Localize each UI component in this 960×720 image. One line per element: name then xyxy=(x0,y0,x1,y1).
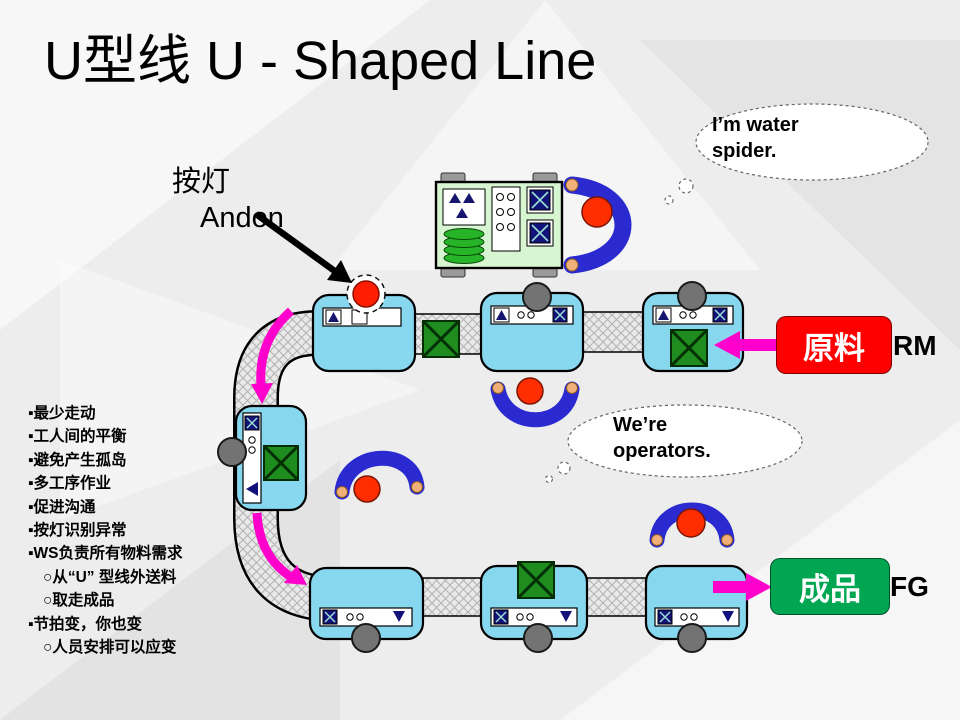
benefits-bullet-list: ▪最少走动 ▪工人间的平衡 ▪避免产生孤岛 ▪多工序作业 ▪促进沟通 ▪按灯识别… xyxy=(28,402,288,659)
flow-arrow-left-to-bottom xyxy=(252,512,307,585)
operator-position-icon xyxy=(351,623,381,653)
kanban-crate-icon xyxy=(262,444,300,482)
kanban-crate-icon xyxy=(516,560,556,600)
andon-label-cn: 按灯 xyxy=(172,166,231,198)
hand-icon xyxy=(565,258,579,272)
cloud-tail-bubble xyxy=(664,195,674,205)
operator-head-icon xyxy=(581,196,613,228)
operators-cloud xyxy=(544,404,803,484)
operator-head-icon xyxy=(353,475,381,503)
cloud-tail-bubble xyxy=(557,461,571,475)
hand-icon xyxy=(721,534,733,546)
bullet-item: ▪工人间的平衡 xyxy=(28,428,127,446)
raw-material-in-arrow xyxy=(714,331,779,359)
bullet-item: ▪多工序作业 xyxy=(28,475,111,493)
operator-figure xyxy=(649,502,735,548)
water-spider-cloud xyxy=(664,103,929,205)
operator-positions xyxy=(217,281,707,653)
hand-icon xyxy=(492,382,504,394)
bullet-subitem: ○从“U” 型线外送料 xyxy=(43,568,177,586)
operator-head-icon xyxy=(676,508,706,538)
bullet-item: ▪最少走动 xyxy=(28,405,96,422)
conveyor-segment xyxy=(582,311,644,353)
operator-figure xyxy=(334,450,425,503)
flow-arrows xyxy=(251,307,779,601)
hand-icon xyxy=(336,486,348,498)
cloud-line: spider. xyxy=(712,140,777,162)
bullet-subitem: ○取走成品 xyxy=(43,592,115,610)
operator-position-icon xyxy=(677,623,707,653)
workstation-bottom-2 xyxy=(479,564,589,641)
finished-goods-out-arrow xyxy=(713,573,772,601)
andon-label: 按灯 Andon xyxy=(172,164,284,237)
finished-goods-box: 成品 xyxy=(770,558,890,615)
andon-label-en: Andon xyxy=(200,202,284,235)
hand-icon xyxy=(651,534,663,546)
hand-icon xyxy=(565,178,579,192)
bullet-item: ▪节拍变，你也变 xyxy=(28,615,142,633)
operator-position-icon xyxy=(522,282,552,312)
cloud-tail-bubble xyxy=(544,474,554,484)
bullet-item: ▪促进沟通 xyxy=(28,498,96,516)
operators-cloud-text: We’re operators. xyxy=(613,412,711,464)
cloud-line: operators. xyxy=(613,440,711,462)
left-arrow-marker-icon xyxy=(246,482,258,496)
hand-icon xyxy=(566,382,578,394)
water-spider-cloud-text: I’m water spider. xyxy=(712,112,799,164)
kanban-crate-icon xyxy=(669,328,709,368)
operator-figure xyxy=(490,377,580,428)
bullet-item: ▪按灯识别异常 xyxy=(28,522,127,540)
operator-position-icon xyxy=(677,281,707,311)
cloud-tail-bubble xyxy=(678,178,694,194)
kanban-crate-icon xyxy=(421,319,461,359)
conveyor-segment xyxy=(422,577,482,617)
down-arrow-marker-icon xyxy=(560,611,572,622)
down-arrow-marker-icon xyxy=(393,611,405,622)
flow-arrow-top-to-left xyxy=(251,307,295,404)
cloud-line: We’re xyxy=(613,414,668,436)
triangle-marker-icon xyxy=(658,310,669,320)
slide-title: U型线 U - Shaped Line xyxy=(44,31,597,91)
bullet-item: ▪WS负责所有物料需求 xyxy=(28,545,183,563)
operator-position-icon xyxy=(523,623,553,653)
hand-icon xyxy=(411,481,423,493)
triangle-marker-icon xyxy=(328,312,339,322)
finished-goods-tag: FG xyxy=(890,571,929,602)
triangle-marker-icon xyxy=(496,310,507,320)
water-spider-figure xyxy=(563,176,632,274)
workstation-top-1 xyxy=(311,293,417,373)
workstation-top-2 xyxy=(479,291,585,373)
cloud-line: I’m water xyxy=(712,114,799,136)
andon-light-icon xyxy=(346,274,386,314)
kanban-crates xyxy=(262,319,709,600)
down-arrow-marker-icon xyxy=(722,611,734,622)
green-plates-stack xyxy=(443,228,485,264)
andon-pointer-arrow xyxy=(254,211,352,283)
bullet-subitem: ○人员安排可以应变 xyxy=(43,639,177,657)
conveyor-segment xyxy=(586,577,647,617)
bullet-item: ▪避免产生孤岛 xyxy=(28,451,127,469)
raw-material-box: 原料 xyxy=(776,316,892,374)
operator-position-icon xyxy=(217,437,247,467)
raw-material-tag: RM xyxy=(893,330,937,361)
operator-head-icon xyxy=(516,377,544,405)
workstation-bottom-1 xyxy=(308,566,425,641)
water-spider-cart xyxy=(434,172,564,278)
